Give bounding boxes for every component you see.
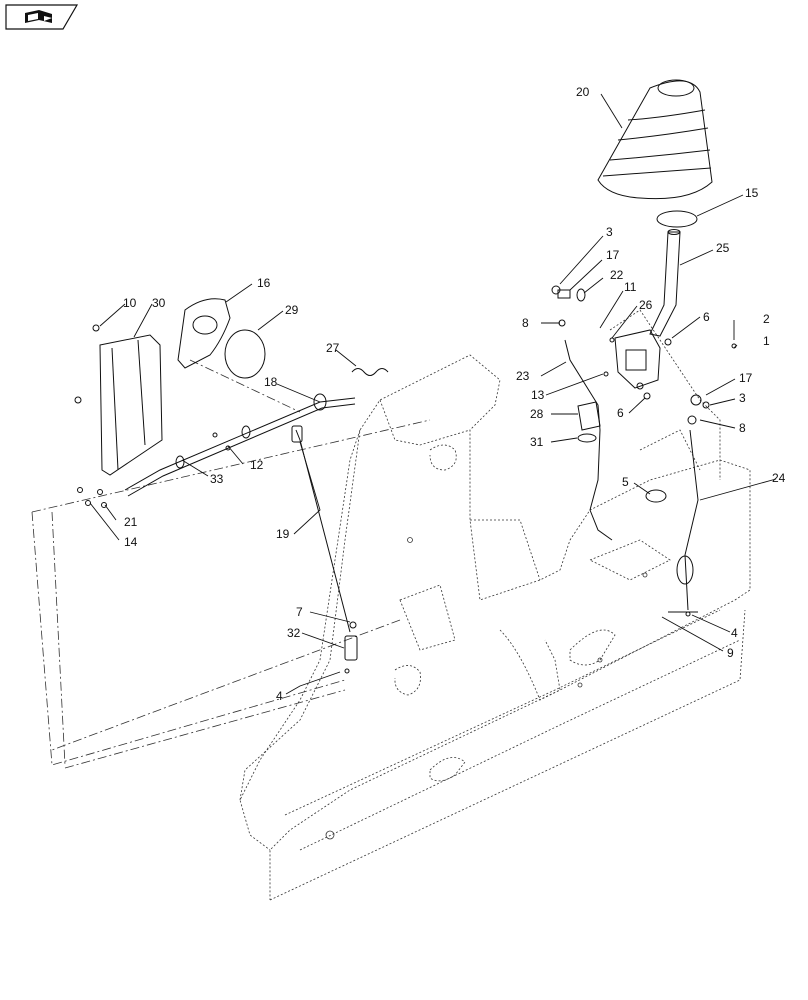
- left-link-rod: [564, 339, 613, 541]
- callout-25: 25: [716, 241, 730, 255]
- callout-1: 1: [763, 334, 770, 348]
- spring: [351, 368, 389, 376]
- callout-12: 12: [250, 458, 264, 472]
- callout-32: 32: [287, 626, 301, 640]
- control-rod: [291, 425, 358, 661]
- dust-boot-small: [577, 401, 601, 443]
- chassis-frame: [239, 309, 751, 901]
- callout-9: 9: [727, 646, 734, 660]
- gasket-ring: [224, 329, 266, 379]
- callout-30: 30: [152, 296, 166, 310]
- lever-housing: [614, 329, 661, 390]
- callout-26: 26: [639, 298, 653, 312]
- book-back-icon: [25, 10, 52, 23]
- cover-plate: [177, 298, 231, 369]
- callout-33: 33: [210, 472, 224, 486]
- boot-ring: [656, 210, 698, 228]
- callout-8b: 8: [739, 421, 746, 435]
- callout-27: 27: [326, 341, 340, 355]
- callout-2: 2: [763, 312, 770, 326]
- callout-16: 16: [257, 276, 271, 290]
- callout-15: 15: [745, 186, 759, 200]
- callout-23: 23: [516, 369, 530, 383]
- callout-4b: 4: [731, 626, 738, 640]
- callout-11: 11: [624, 280, 637, 294]
- bracket-plate: [99, 334, 163, 476]
- callout-13: 13: [531, 388, 545, 402]
- callout-29: 29: [285, 303, 299, 317]
- callout-18: 18: [264, 375, 278, 389]
- callout-8: 8: [522, 316, 529, 330]
- callout-21: 21: [124, 515, 138, 529]
- callout-6: 6: [703, 310, 710, 324]
- callout-28: 28: [530, 407, 544, 421]
- callout-labels: 20 15 3 25 17 22 11 26 6 2 1 8 23 13 28 …: [123, 85, 786, 703]
- right-link-rod: [668, 429, 699, 613]
- shift-lever: [649, 229, 681, 337]
- callout-7: 7: [296, 605, 303, 619]
- plug-cap: [645, 489, 667, 503]
- callout-3: 3: [606, 225, 613, 239]
- callout-14: 14: [124, 535, 138, 549]
- callout-10: 10: [123, 296, 137, 310]
- callout-17: 17: [606, 248, 620, 262]
- callout-24: 24: [772, 471, 786, 485]
- rubber-boot: [597, 79, 713, 200]
- assembly-outline: [31, 359, 431, 769]
- callout-6b: 6: [617, 406, 624, 420]
- callout-3b: 3: [739, 391, 746, 405]
- callout-4: 4: [276, 689, 283, 703]
- leader-lines: [89, 93, 777, 695]
- callout-19: 19: [276, 527, 290, 541]
- back-button[interactable]: [5, 4, 79, 30]
- pedal-shaft: [124, 393, 356, 497]
- callout-5: 5: [622, 475, 629, 489]
- small-hardware: [74, 285, 737, 674]
- callout-31: 31: [530, 435, 544, 449]
- callout-17b: 17: [739, 371, 753, 385]
- callout-20: 20: [576, 85, 590, 99]
- callout-22: 22: [610, 268, 624, 282]
